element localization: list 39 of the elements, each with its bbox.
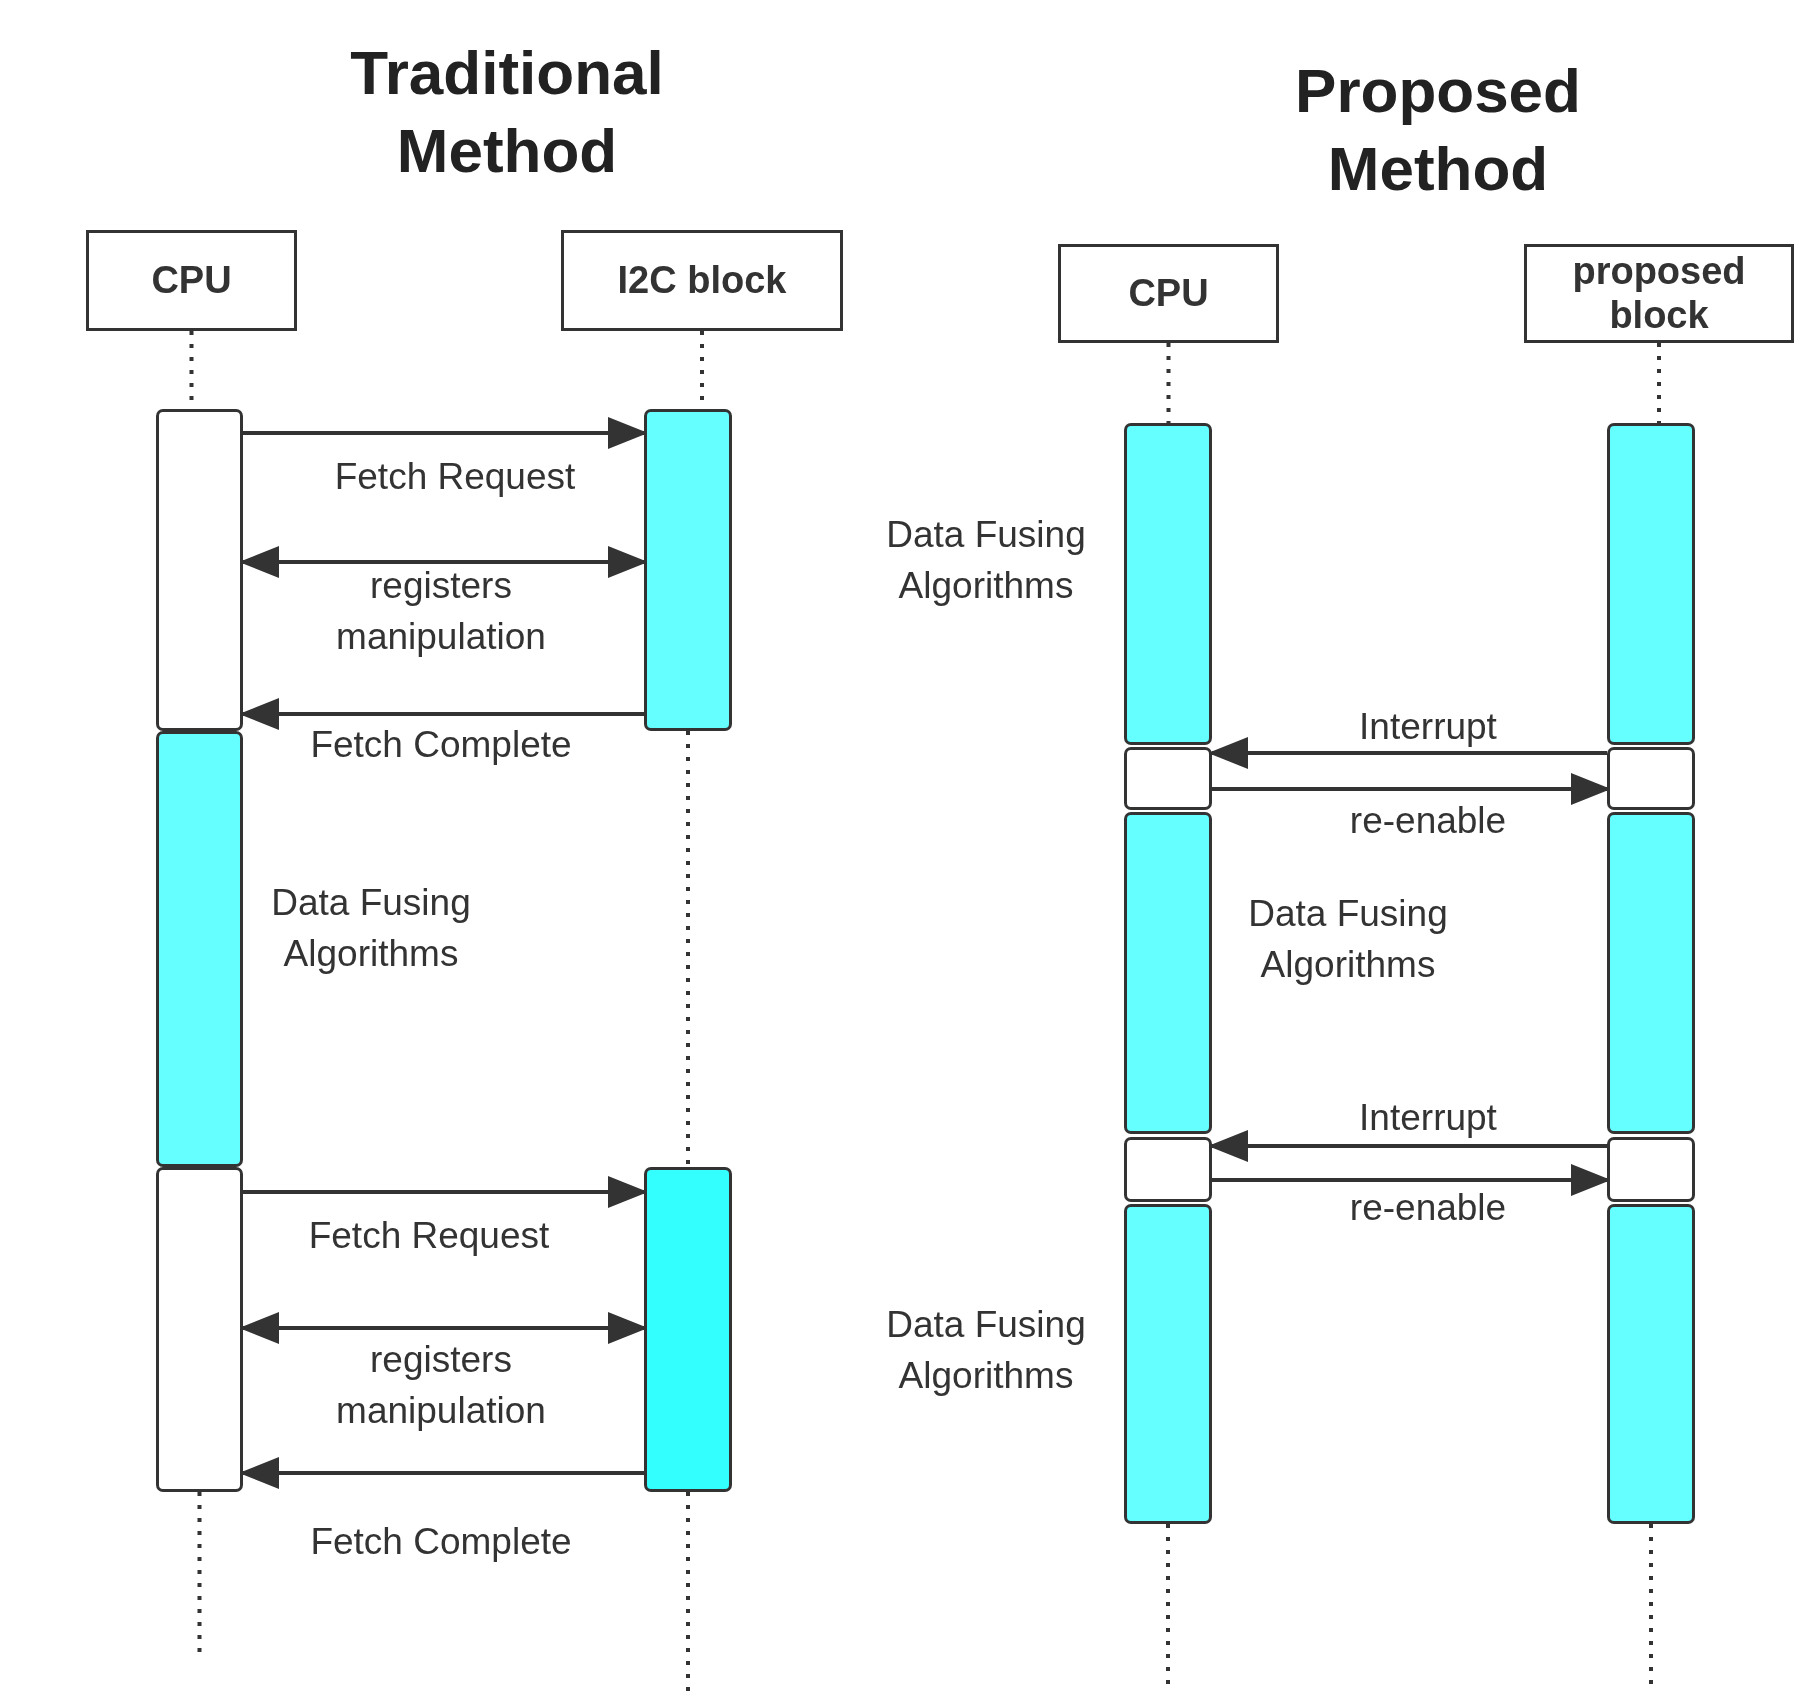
- lifeline-header: I2C block: [561, 230, 843, 331]
- edge-label: Fetch Request: [307, 1213, 551, 1258]
- lifeline-header: proposed block: [1524, 244, 1794, 343]
- lifeline: [1166, 343, 1171, 423]
- activation-bar: [156, 731, 243, 1167]
- lifeline: [686, 1492, 690, 1691]
- edge-label: registers manipulation: [335, 564, 547, 659]
- edge-label: Interrupt: [1358, 704, 1498, 749]
- activation-bar: [1607, 1204, 1695, 1524]
- activation-bar: [1124, 1137, 1212, 1202]
- activation-bar: [1607, 747, 1695, 810]
- edge-label: re-enable: [1348, 1185, 1508, 1230]
- edge-label: Fetch Complete: [309, 722, 573, 767]
- edge-label: registers manipulation: [335, 1338, 547, 1433]
- section-heading: Traditional Method: [349, 37, 665, 187]
- edge-label: Interrupt: [1358, 1095, 1498, 1140]
- activation-bar: [644, 1167, 732, 1492]
- activation-bar: [1124, 747, 1212, 810]
- note-text: Data Fusing Algorithms: [885, 513, 1087, 608]
- edge-label: re-enable: [1348, 798, 1508, 843]
- activation-bar: [1124, 812, 1212, 1134]
- activation-bar: [156, 1167, 243, 1492]
- activation-bar: [156, 409, 243, 731]
- activation-bar: [1124, 423, 1212, 745]
- section-heading: Proposed Method: [1294, 55, 1582, 205]
- lifeline-header: CPU: [86, 230, 297, 331]
- activation-bar: [1607, 423, 1695, 745]
- activation-bar: [1124, 1204, 1212, 1524]
- edge-label: Fetch Request: [333, 454, 577, 499]
- lifeline: [686, 731, 690, 1167]
- activation-bar: [1607, 1137, 1695, 1202]
- activation-bar: [644, 409, 732, 731]
- edge-label: Fetch Complete: [309, 1519, 573, 1564]
- lifeline-header: CPU: [1058, 244, 1279, 343]
- note-text: Data Fusing Algorithms: [1247, 892, 1449, 987]
- note-text: Data Fusing Algorithms: [885, 1303, 1087, 1398]
- note-text: Data Fusing Algorithms: [270, 881, 472, 976]
- lifeline: [1657, 343, 1661, 423]
- activation-bar: [1607, 812, 1695, 1134]
